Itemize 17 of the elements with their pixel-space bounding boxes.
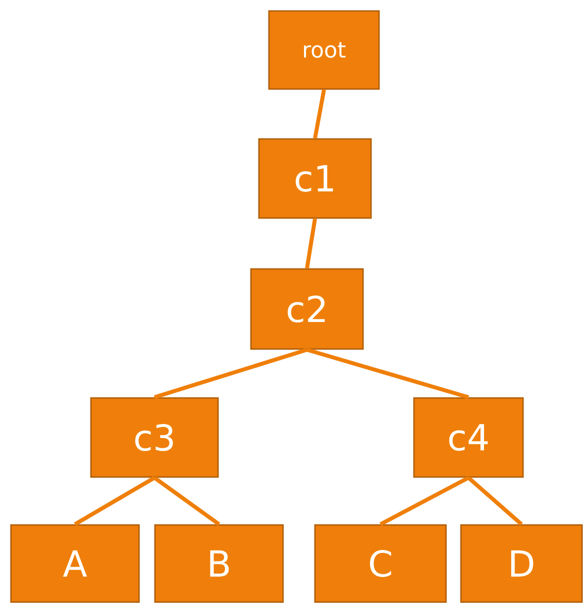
tree-node-box: c4: [413, 397, 524, 478]
connector-line: [467, 476, 523, 526]
connector-line: [380, 476, 470, 526]
tree-node-box: B: [154, 524, 284, 603]
connector-line: [313, 89, 326, 139]
tree-node-box: c2: [250, 268, 364, 350]
tree-node-box: c3: [90, 397, 219, 478]
tree-node-box: c1: [258, 138, 372, 219]
tree-node-box: C: [314, 524, 447, 603]
tree-node-box: A: [10, 524, 140, 603]
tree-node-box: root: [268, 10, 380, 90]
connector-line: [153, 476, 220, 526]
connector-line: [305, 218, 317, 269]
tree-node-box: D: [460, 524, 583, 603]
connector-line: [74, 476, 156, 526]
connector-line: [154, 348, 308, 400]
connector-line: [306, 348, 470, 400]
